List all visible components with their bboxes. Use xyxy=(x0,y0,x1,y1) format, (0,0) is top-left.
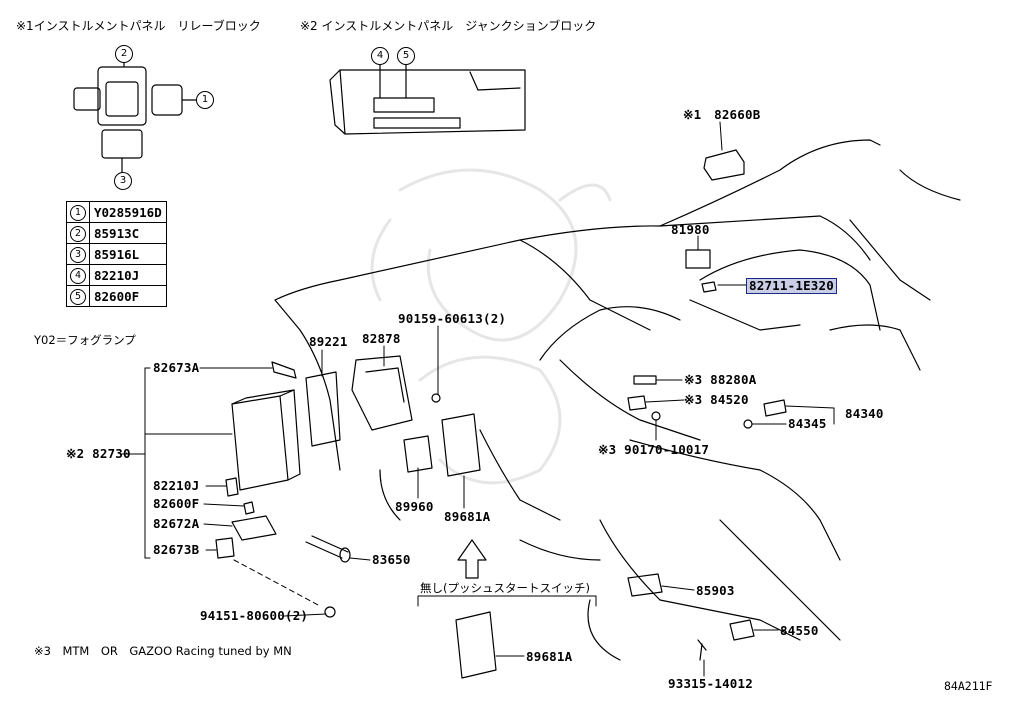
callout-1: 1 xyxy=(196,91,214,109)
part-label-84520[interactable]: ※3 84520 xyxy=(684,392,749,407)
part-label-90159-60613[interactable]: 90159-60613(2) xyxy=(398,311,507,326)
part-label-82673A[interactable]: 82673A xyxy=(153,360,200,375)
part-label-82711-1E320-highlighted[interactable]: 82711-1E320 xyxy=(746,278,837,294)
part-label-89960[interactable]: 89960 xyxy=(395,499,434,514)
part-label-82660B[interactable]: ※1 82660B xyxy=(683,107,761,122)
callout-3: 3 xyxy=(114,172,132,190)
part-label-82672A[interactable]: 82672A xyxy=(153,516,200,531)
part-label-89681A-upper[interactable]: 89681A xyxy=(444,509,491,524)
part-label-81980[interactable]: 81980 xyxy=(671,222,710,237)
legend-row: 4 82210J xyxy=(66,264,167,286)
part-label-82600F[interactable]: 82600F xyxy=(153,496,200,511)
legend-part: 85913C xyxy=(89,222,167,244)
part-label-84340[interactable]: 84340 xyxy=(845,406,884,421)
legend-row: 5 82600F xyxy=(66,285,167,307)
callout-4: 4 xyxy=(371,47,389,65)
fog-lamp-note: Y02＝フォグランプ xyxy=(34,333,136,347)
watermark-logo xyxy=(370,168,612,485)
legend-part: 82600F xyxy=(89,285,167,307)
part-label-84550[interactable]: 84550 xyxy=(780,623,819,638)
legend-part: 82210J xyxy=(89,264,167,286)
part-label-82210J[interactable]: 82210J xyxy=(153,478,200,493)
components xyxy=(215,149,787,679)
legend-row: 1 Y0285916D xyxy=(66,201,167,223)
leader-lines xyxy=(119,121,835,677)
callout-2: 2 xyxy=(115,45,133,63)
legend-num: 4 xyxy=(70,268,86,284)
legend-num: 3 xyxy=(70,247,86,263)
legend-num: 1 xyxy=(70,205,86,221)
callout-5: 5 xyxy=(397,47,415,65)
legend-part: Y0285916D xyxy=(89,201,167,223)
part-label-83650[interactable]: 83650 xyxy=(372,552,411,567)
push-start-note: 無し(プッシュスタートスイッチ) xyxy=(420,581,590,595)
legend-num: 5 xyxy=(70,289,86,305)
part-label-85903[interactable]: 85903 xyxy=(696,583,735,598)
part-label-89221[interactable]: 89221 xyxy=(309,334,348,349)
legend-part: 85916L xyxy=(89,243,167,265)
dashboard-outline xyxy=(274,139,961,661)
part-label-89681A-lower[interactable]: 89681A xyxy=(526,649,573,664)
part-label-84345[interactable]: 84345 xyxy=(788,416,827,431)
part-label-82730[interactable]: ※2 82730 xyxy=(66,446,131,461)
junction-block-header: ※2 インストルメントパネル ジャンクションブロック xyxy=(300,19,597,33)
relay-legend-table: 1 Y0285916D 2 85913C 3 85916L 4 82210J 5… xyxy=(66,201,167,307)
part-label-88280A[interactable]: ※3 88280A xyxy=(684,372,757,387)
relay-block-header: ※1インストルメントパネル リレーブロック xyxy=(16,19,261,33)
part-label-94151-80600[interactable]: 94151-80600(2) xyxy=(200,608,309,623)
relay-block-drawing xyxy=(73,57,197,173)
diagram-id: 84A211F xyxy=(944,679,993,693)
legend-row: 2 85913C xyxy=(66,222,167,244)
part-label-90170-10017[interactable]: ※3 90170-10017 xyxy=(598,442,710,457)
part-label-93315-14012[interactable]: 93315-14012 xyxy=(668,676,753,691)
footnote-mtm: ※3 MTM OR GAZOO Racing tuned by MN xyxy=(34,644,292,658)
part-label-82673B[interactable]: 82673B xyxy=(153,542,200,557)
legend-row: 3 85916L xyxy=(66,243,167,265)
junction-block-drawing xyxy=(329,63,526,135)
legend-num: 2 xyxy=(70,226,86,242)
part-label-82878[interactable]: 82878 xyxy=(362,331,401,346)
